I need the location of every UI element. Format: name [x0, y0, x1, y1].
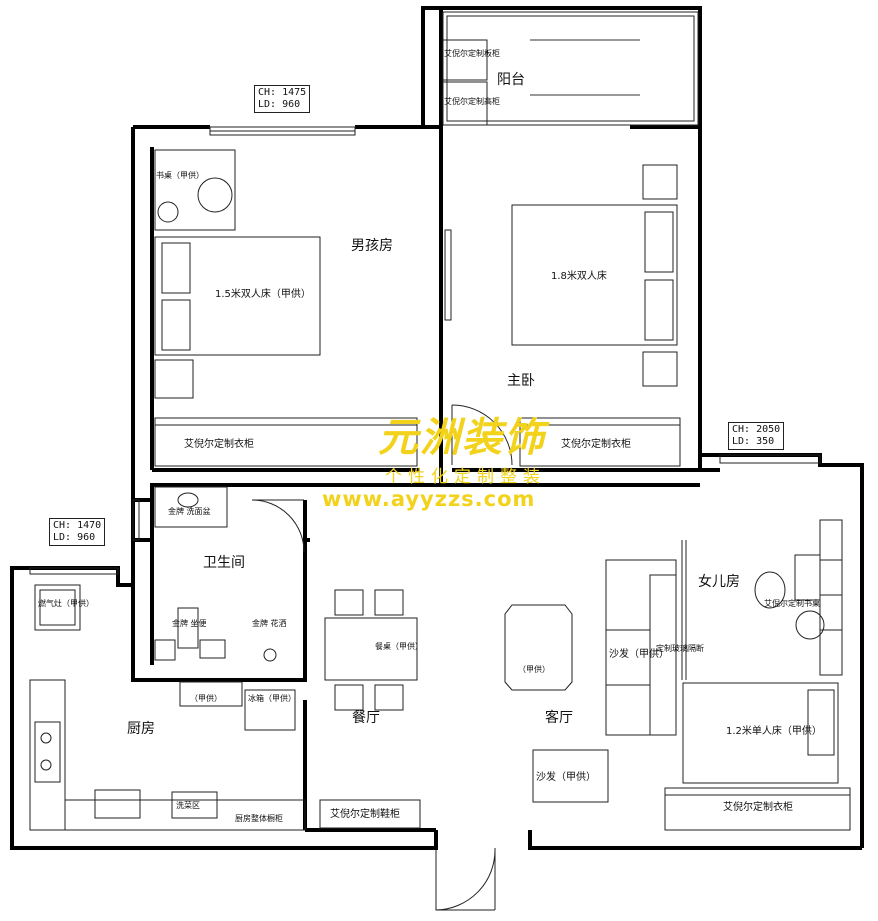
toilet-label: 金牌 坐便 [172, 619, 207, 628]
sofa2-label: 沙发（甲供） [536, 772, 596, 783]
room-dining: 餐厅 [352, 710, 380, 726]
room-bathroom: 卫生间 [203, 555, 245, 571]
room-master: 主卧 [507, 373, 535, 389]
desk-label: 书桌（甲供） [156, 171, 204, 180]
room-living: 客厅 [545, 710, 573, 726]
bed-girls-label: 1.2米单人床（甲供） [726, 726, 822, 737]
shower-label: 金牌 花洒 [252, 619, 287, 628]
range-hood-label: （甲供） [190, 694, 222, 703]
room-boys: 男孩房 [351, 238, 393, 254]
bed-boys-label: 1.5米双人床（甲供） [215, 289, 311, 300]
dining-set-label: 餐桌（甲供） [375, 642, 423, 651]
study-desk-label: 艾倪尔定制书桌 [764, 599, 820, 608]
tag-ch: CH: 1470 [53, 520, 102, 531]
tag-ld: LD: 960 [53, 532, 96, 543]
dimension-tag-1: CH: 1475 LD: 960 [254, 85, 311, 113]
fridge-label: 冰箱（甲供） [248, 694, 296, 703]
wardrobe-boys-label: 艾倪尔定制衣柜 [184, 439, 254, 450]
tag-ld: LD: 960 [258, 99, 301, 110]
room-kitchen: 厨房 [127, 721, 155, 737]
watermark-slogan: 个性化定制整装 [385, 467, 546, 487]
watermark-url: www.ayyzzs.com [322, 487, 536, 511]
kitchen-cabinet-label: 厨房整体橱柜 [235, 814, 283, 823]
room-girls: 女儿房 [698, 574, 740, 590]
watermark-brand: 元洲装饰 [378, 415, 546, 461]
tag-ch: CH: 2050 [732, 424, 781, 435]
shoe-cabinet-label: 艾倪尔定制鞋柜 [330, 809, 400, 820]
balcony-cabinet-2: 艾倪尔定制高柜 [444, 97, 500, 106]
bed-master-label: 1.8米双人床 [551, 271, 607, 282]
glass-partition-label: 定制玻璃隔断 [656, 644, 704, 653]
room-balcony: 阳台 [497, 72, 525, 88]
coffee-table-label: （甲供） [518, 665, 550, 674]
sink-label: 洗菜区 [176, 801, 200, 810]
wardrobe-master-label: 艾倪尔定制衣柜 [561, 439, 631, 450]
basin-label: 金牌 洗面盆 [168, 507, 211, 516]
tag-ch: CH: 1475 [258, 87, 307, 98]
balcony-cabinet-1: 艾倪尔定制板柜 [444, 49, 500, 58]
dimension-tag-3: CH: 2050 LD: 350 [728, 422, 785, 450]
fixtures [29, 11, 851, 911]
wardrobe-girls-label: 艾倪尔定制衣柜 [723, 802, 793, 813]
sofa-label: 沙发（甲供） [609, 649, 669, 660]
stove-label: 燃气灶（甲供） [38, 599, 94, 608]
tag-ld: LD: 350 [732, 436, 775, 447]
dimension-tag-2: CH: 1470 LD: 960 [49, 518, 106, 546]
